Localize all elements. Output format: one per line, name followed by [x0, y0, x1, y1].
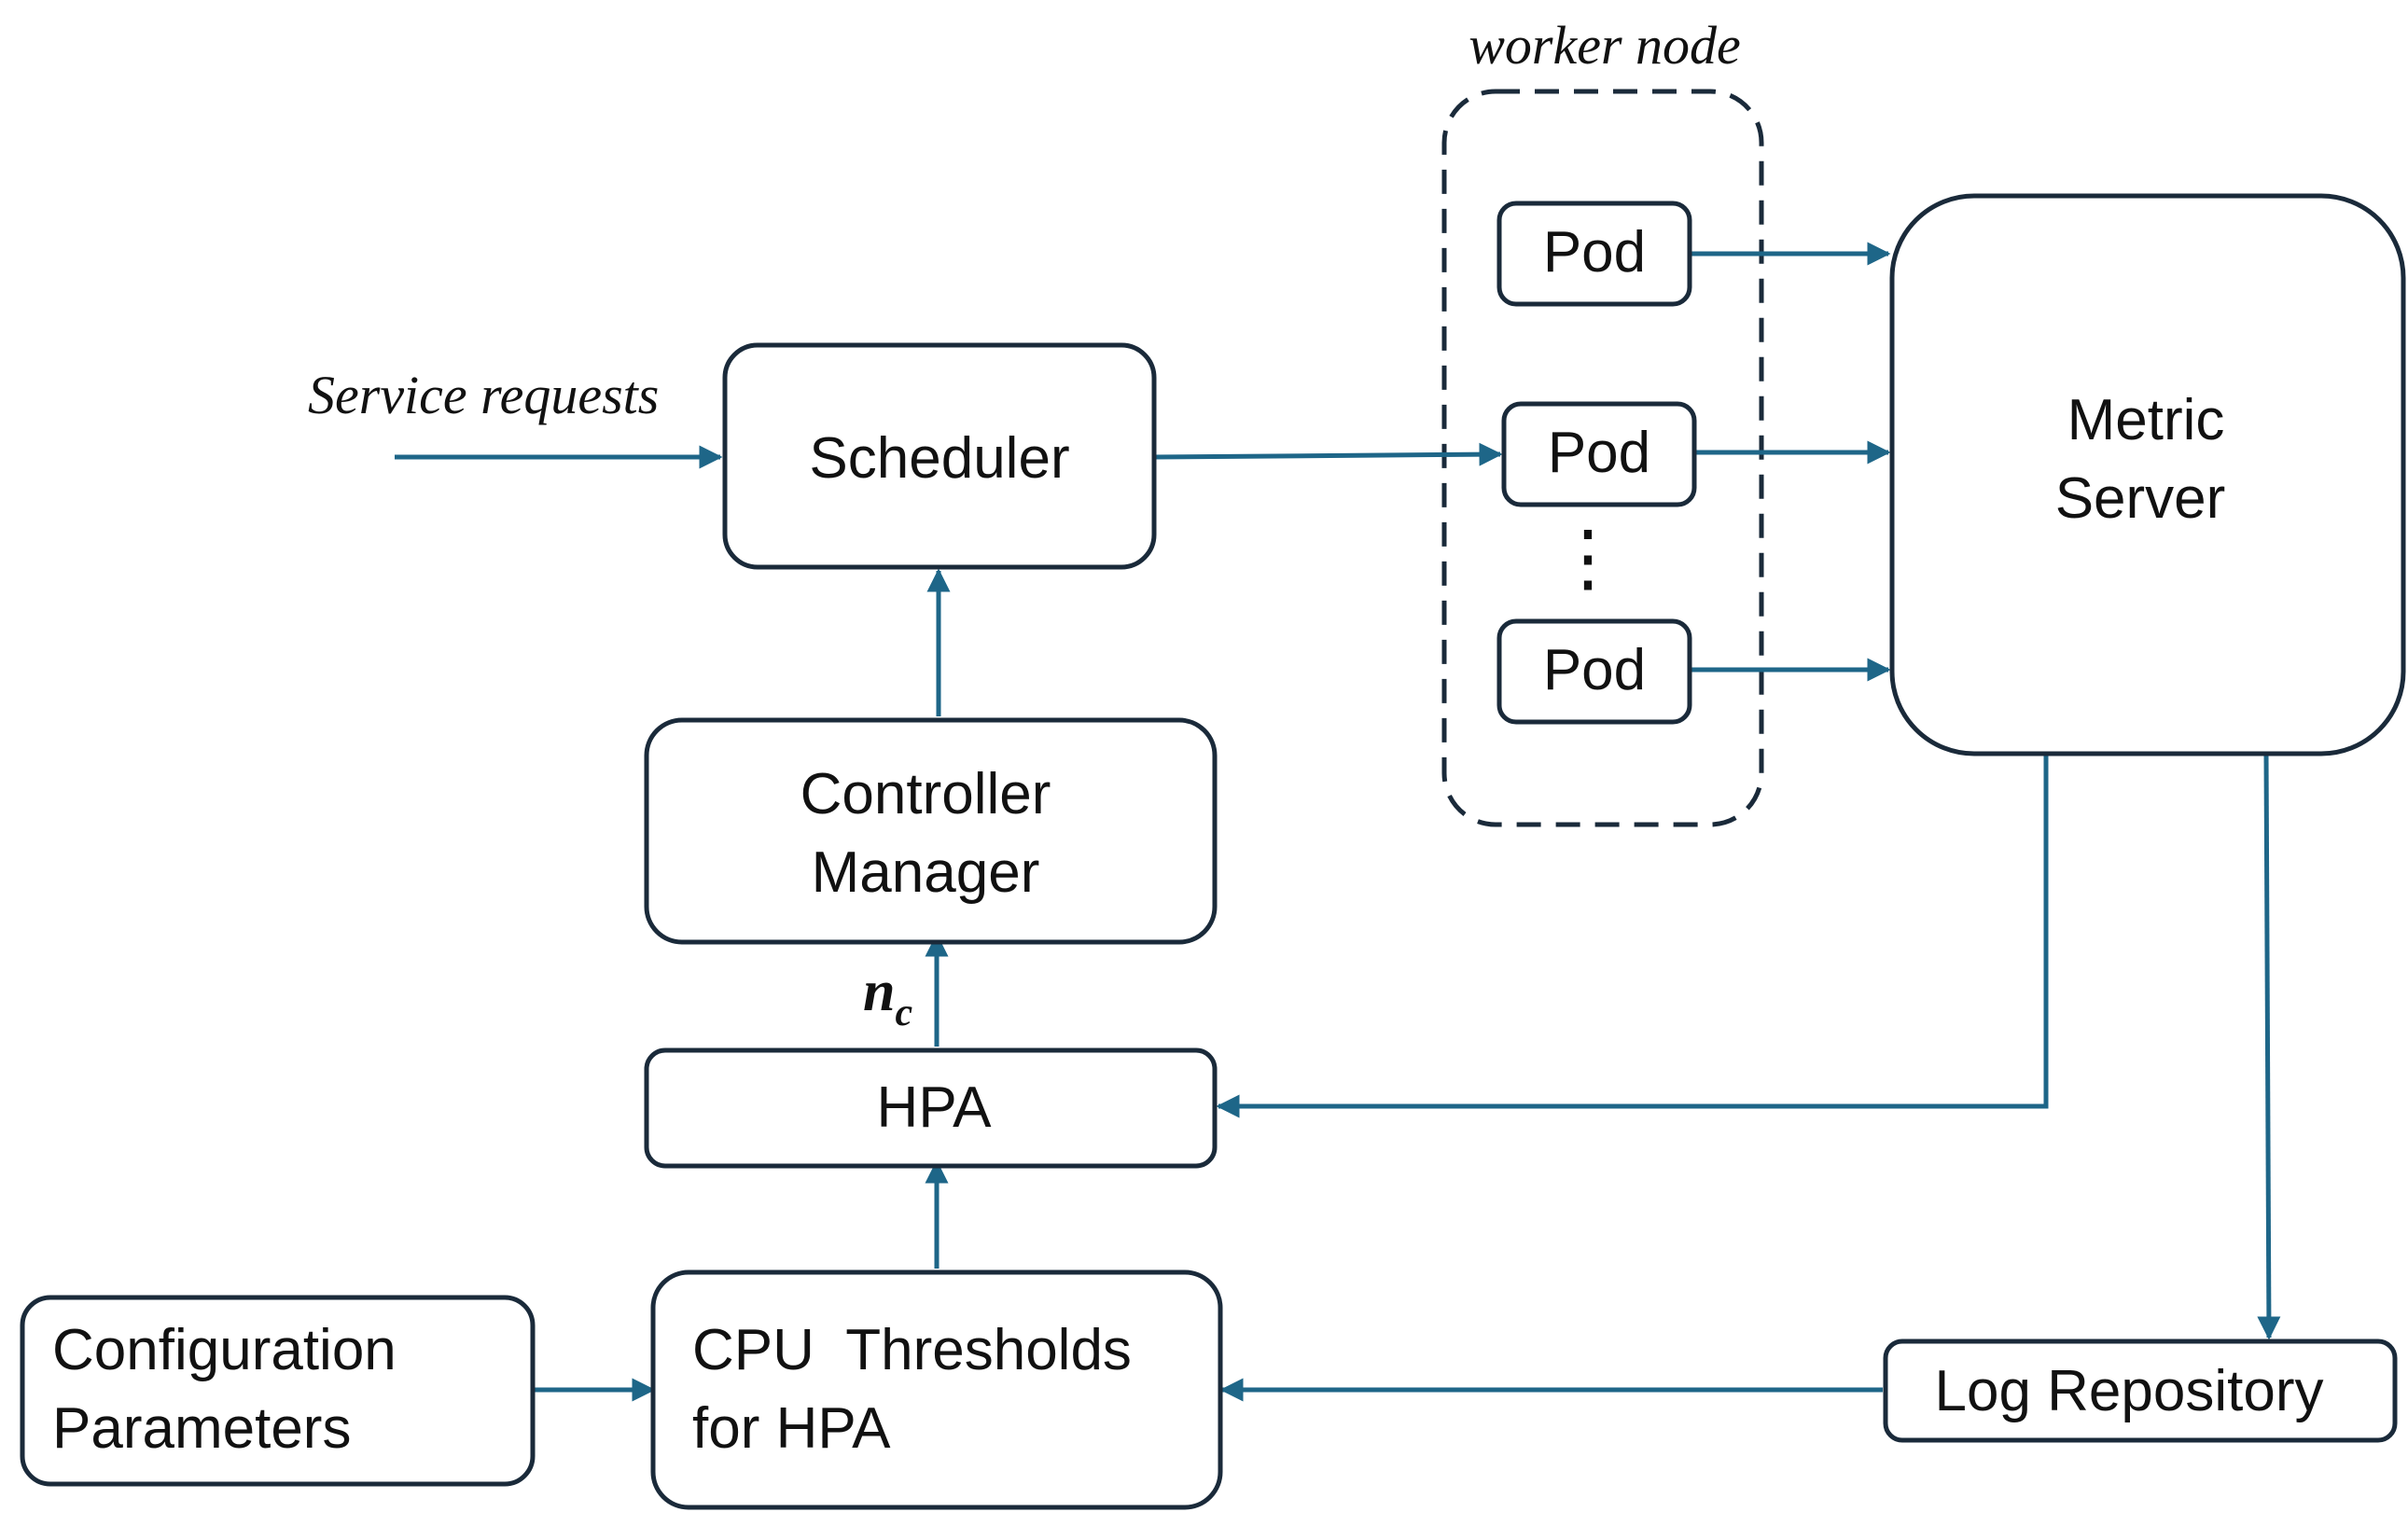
log-repository-node: Log Repository — [1883, 1339, 2398, 1443]
worker-node-label: worker node — [1468, 15, 1741, 76]
worker-node-container — [1441, 89, 1764, 827]
controller-manager-node: Controller Manager — [644, 717, 1218, 945]
controller-manager-label-line-2: Manager — [812, 840, 1040, 905]
pod-1-label: Pod — [1543, 220, 1646, 284]
edge-metric-server-to-log-repository — [2257, 753, 2281, 1340]
metric-server-node: Metric Server — [1889, 193, 2406, 756]
pod-ellipsis: ⋮ — [1551, 516, 1625, 599]
configuration-parameters-node: Configuration Parameters — [20, 1295, 536, 1487]
controller-manager-label-line-1: Controller — [800, 762, 1051, 826]
pod-3-node: Pod — [1496, 618, 1692, 725]
metric-server-label-line-1: Metric — [2067, 388, 2225, 452]
edge-scheduler-to-pod — [1153, 442, 1503, 466]
hpa-node: HPA — [644, 1047, 1218, 1169]
configuration-parameters-label-line-2: Parameters — [52, 1396, 351, 1461]
hpa-label: HPA — [877, 1075, 993, 1140]
edges — [395, 242, 2281, 1402]
scheduler-node: Scheduler — [722, 342, 1157, 570]
cpu-thresholds-node: CPU Thresholds for HPA — [650, 1269, 1223, 1510]
service-requests-label: Service requests — [308, 365, 659, 425]
cpu-thresholds-label-line-1: CPU Thresholds — [692, 1318, 1132, 1382]
worker-node-group: worker node — [1441, 15, 1764, 827]
pod-1-node: Pod — [1496, 201, 1692, 307]
cpu-thresholds-label-line-2: for HPA — [692, 1396, 891, 1461]
configuration-parameters-label-line-1: Configuration — [52, 1318, 397, 1382]
edge-metric-server-to-hpa — [1216, 754, 2049, 1118]
pod-3-label: Pod — [1543, 638, 1646, 702]
metric-server-label-line-2: Server — [2055, 466, 2226, 531]
pod-2-node: Pod — [1501, 401, 1697, 507]
log-repository-label: Log Repository — [1934, 1359, 2323, 1423]
nc-label: nc — [863, 960, 912, 1034]
pod-2-label: Pod — [1548, 421, 1650, 485]
scheduler-label: Scheduler — [809, 426, 1069, 491]
